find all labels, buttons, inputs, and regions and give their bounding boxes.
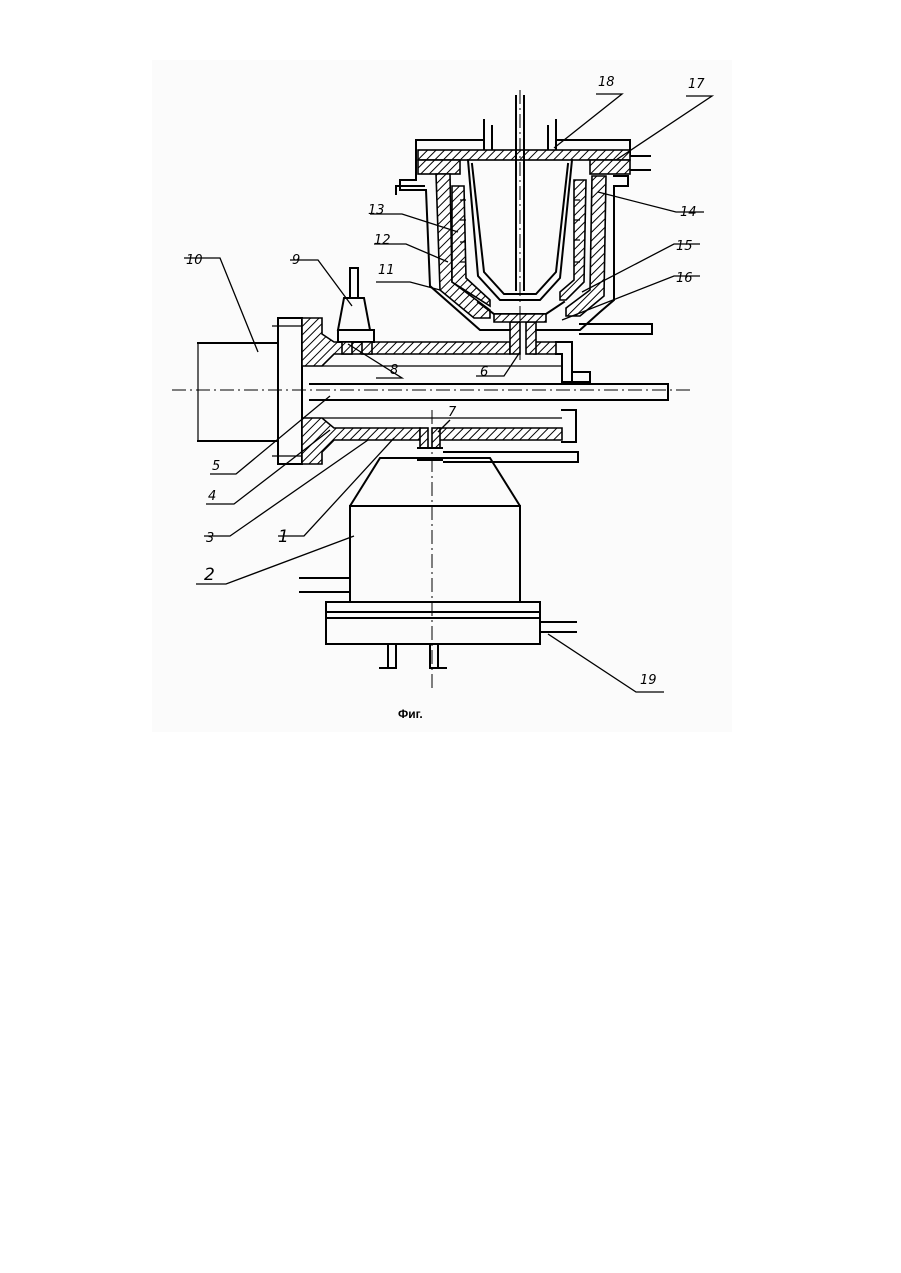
label-5: 5 [212,459,220,474]
label-8: 8 [390,363,398,378]
label-15: 15 [676,239,693,254]
label-10: 10 [186,253,203,268]
label-4: 4 [208,489,216,504]
label-18: 18 [598,75,615,90]
central-rod [172,384,690,400]
flange [272,318,302,464]
connector-tube [510,322,536,354]
label-6: 6 [480,365,488,380]
label-19: 19 [640,673,657,688]
label-12: 12 [374,233,391,248]
label-16: 16 [676,271,693,286]
horizontal-chamber [302,318,590,464]
label-11: 11 [378,263,395,278]
lower-unit [300,410,578,690]
label-13: 13 [368,203,385,218]
label-9: 9 [292,253,300,268]
figure-caption: Фиг. [398,707,423,721]
label-1: 1 [278,527,289,547]
label-2: 2 [204,565,215,585]
top-fitting [338,268,374,354]
label-3: 3 [206,531,214,546]
inlet-pipe [198,343,278,441]
label-7: 7 [448,405,457,420]
label-14: 14 [680,205,697,220]
label-17: 17 [688,77,705,92]
